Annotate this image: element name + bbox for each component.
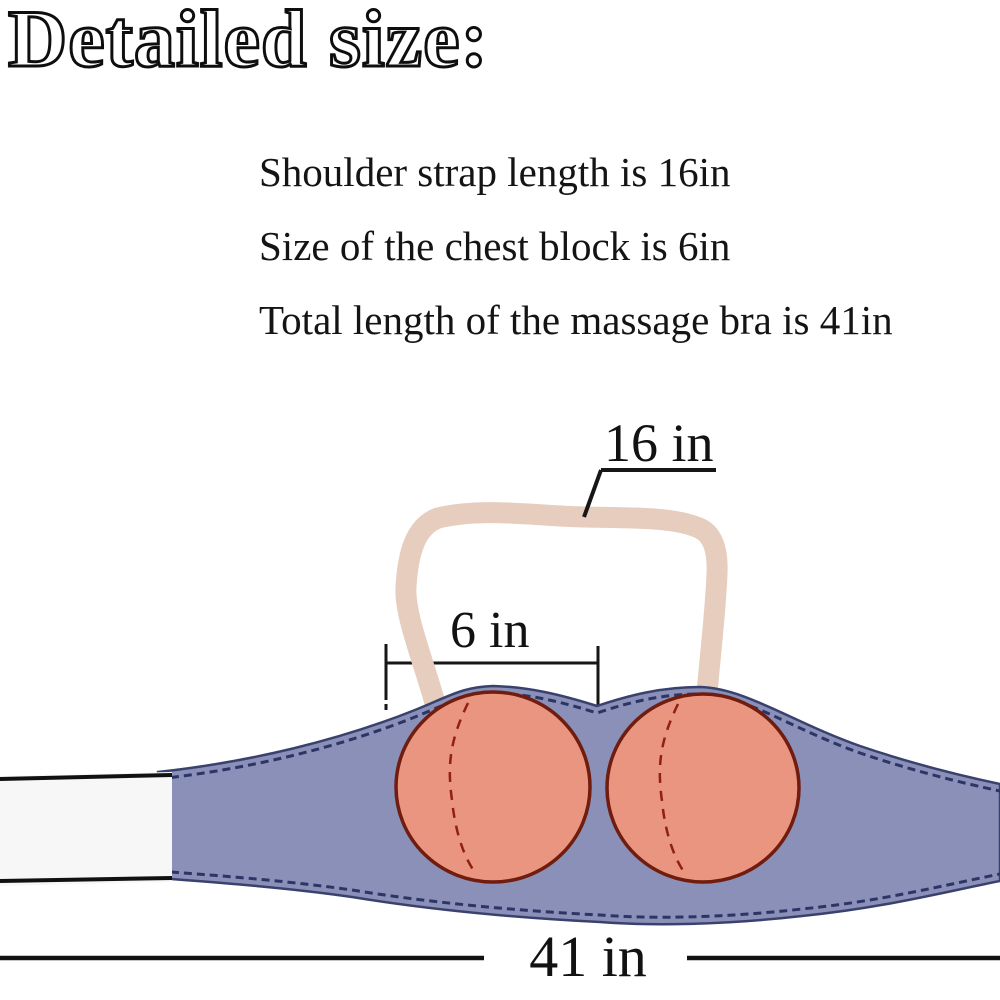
spec-chest-block: Size of the chest block is 6in [259, 223, 730, 269]
band-bottom-stitch [157, 869, 1000, 919]
elastic-top-edge [0, 773, 173, 781]
spec-total-length: Total length of the massage bra is 41in [259, 297, 893, 343]
shoulder-strap [395, 502, 728, 713]
total-length-label: 41 in [529, 924, 647, 989]
chest-block-label: 6 in [450, 602, 529, 659]
spec-shoulder-strap: Shoulder strap length is 16in [259, 149, 730, 195]
elastic-strip [0, 772, 173, 886]
total-length-dimension: 41 in [0, 924, 1000, 989]
elastic-bottom-edge [0, 876, 173, 883]
page-title: Detailed size: [8, 0, 489, 84]
elastic-strip-body [0, 772, 172, 886]
strap-leader-line [582, 469, 603, 518]
strap-dimension: 16 in [582, 413, 716, 518]
left-pad [394, 690, 592, 884]
massage-pads [394, 690, 801, 884]
left-pad-seam [448, 702, 476, 872]
right-pad [605, 692, 801, 884]
right-pad-seam [658, 703, 686, 873]
strap-length-label: 16 in [604, 413, 714, 473]
band-top-stitch [157, 691, 1000, 793]
band-stitching [157, 691, 1000, 919]
